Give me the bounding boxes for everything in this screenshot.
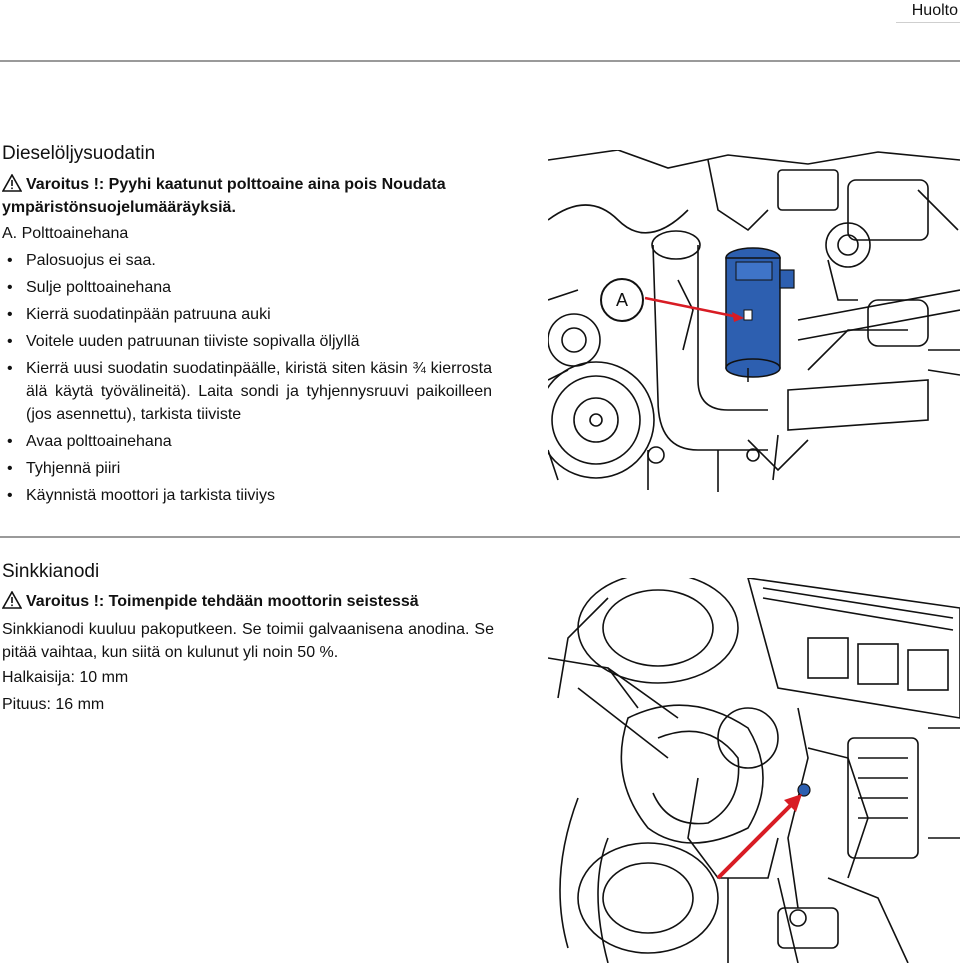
list-item: Kierrä uusi suodatin suodatinpäälle, kir… xyxy=(2,357,492,426)
warning-icon xyxy=(2,591,22,609)
zinc-anode-plug xyxy=(797,783,811,797)
exhaust-diagram xyxy=(547,572,960,964)
list-item: Voitele uuden patruunan tiiviste sopival… xyxy=(2,330,492,353)
engine-diagram xyxy=(537,149,960,492)
diesel-filter-warning-text: Varoitus !: Pyyhi kaatunut polttoaine ai… xyxy=(2,176,446,216)
diesel-filter-steps: Palosuojus ei saa. Sulje polttoainehana … xyxy=(2,249,492,511)
fuel-tap-label: A. Polttoainehana xyxy=(2,225,129,242)
zinc-anode-length: Pituus: 16 mm xyxy=(2,696,105,713)
zinc-anode-warning-text: Varoitus !: Toimenpide tehdään moottorin… xyxy=(26,593,419,610)
warning-icon xyxy=(2,174,22,192)
list-item: Tyhjennä piiri xyxy=(2,457,492,480)
diesel-filter-warning: Varoitus !: Pyyhi kaatunut polttoaine ai… xyxy=(2,173,502,219)
list-item: Palosuojus ei saa. xyxy=(2,249,492,272)
list-item: Käynnistä moottori ja tarkista tiiviys xyxy=(2,484,492,507)
zinc-anode-warning: Varoitus !: Toimenpide tehdään moottorin… xyxy=(2,590,419,613)
list-item: Kierrä suodatinpään patruuna auki xyxy=(2,303,492,326)
section-divider xyxy=(0,536,960,538)
list-item: Sulje polttoainehana xyxy=(2,276,492,299)
zinc-anode-illustration xyxy=(547,572,960,964)
zinc-anode-description: Sinkkianodi kuuluu pakoputkeen. Se toimi… xyxy=(2,621,494,661)
zinc-anode-title: Sinkkianodi xyxy=(2,561,100,582)
top-divider xyxy=(0,60,960,62)
diesel-filter-title: Dieselöljysuodatin xyxy=(2,143,156,164)
list-item: Avaa polttoainehana xyxy=(2,430,492,453)
callout-a-label: A xyxy=(600,278,644,322)
section-tag: Huolto xyxy=(896,0,960,23)
fuel-filter-illustration: A xyxy=(537,149,960,492)
fuel-filter-cartridge xyxy=(725,247,795,382)
zinc-anode-diameter: Halkaisija: 10 mm xyxy=(2,669,129,686)
